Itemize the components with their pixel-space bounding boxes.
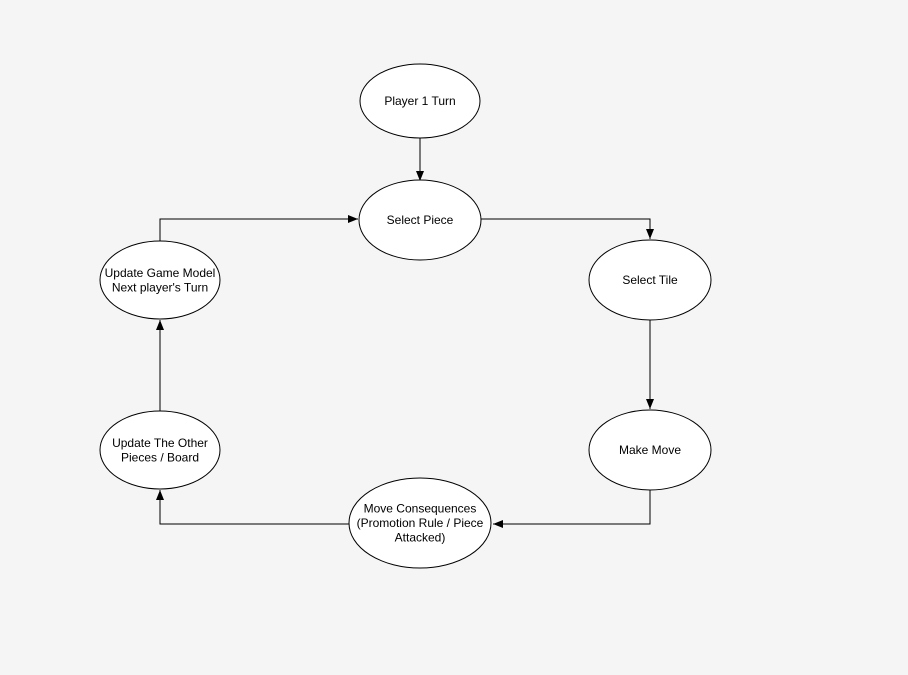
node-ellipse-select-tile[interactable] <box>588 239 712 321</box>
node-select-tile[interactable]: Select Tile <box>588 239 712 321</box>
edge-make-move-to-move-consequences[interactable] <box>493 490 651 528</box>
node-ellipse-update-other-pieces[interactable] <box>99 410 221 490</box>
node-label-move-consequences: Move Consequences(Promotion Rule / Piece… <box>357 502 484 545</box>
node-label-select-tile: Select Tile <box>622 273 678 287</box>
node-label-player-1-turn: Player 1 Turn <box>384 94 455 108</box>
edges-layer <box>156 138 654 528</box>
edge-select-piece-to-select-tile[interactable] <box>481 218 654 239</box>
node-label-make-move: Make Move <box>619 443 681 457</box>
node-make-move[interactable]: Make Move <box>588 409 712 491</box>
node-move-consequences[interactable]: Move Consequences(Promotion Rule / Piece… <box>348 477 492 569</box>
node-select-piece[interactable]: Select Piece <box>358 179 482 261</box>
node-ellipse-select-piece[interactable] <box>358 179 482 261</box>
edge-move-consequences-to-update-other[interactable] <box>156 490 349 525</box>
node-ellipse-player-1-turn[interactable] <box>359 63 481 139</box>
node-ellipse-update-game-model[interactable] <box>99 240 221 320</box>
node-player-1-turn[interactable]: Player 1 Turn <box>359 63 481 139</box>
edge-update-game-model-to-select-piece[interactable] <box>159 215 358 241</box>
node-ellipse-move-consequences[interactable] <box>348 477 492 569</box>
node-label-select-piece: Select Piece <box>387 213 454 227</box>
node-ellipse-make-move[interactable] <box>588 409 712 491</box>
